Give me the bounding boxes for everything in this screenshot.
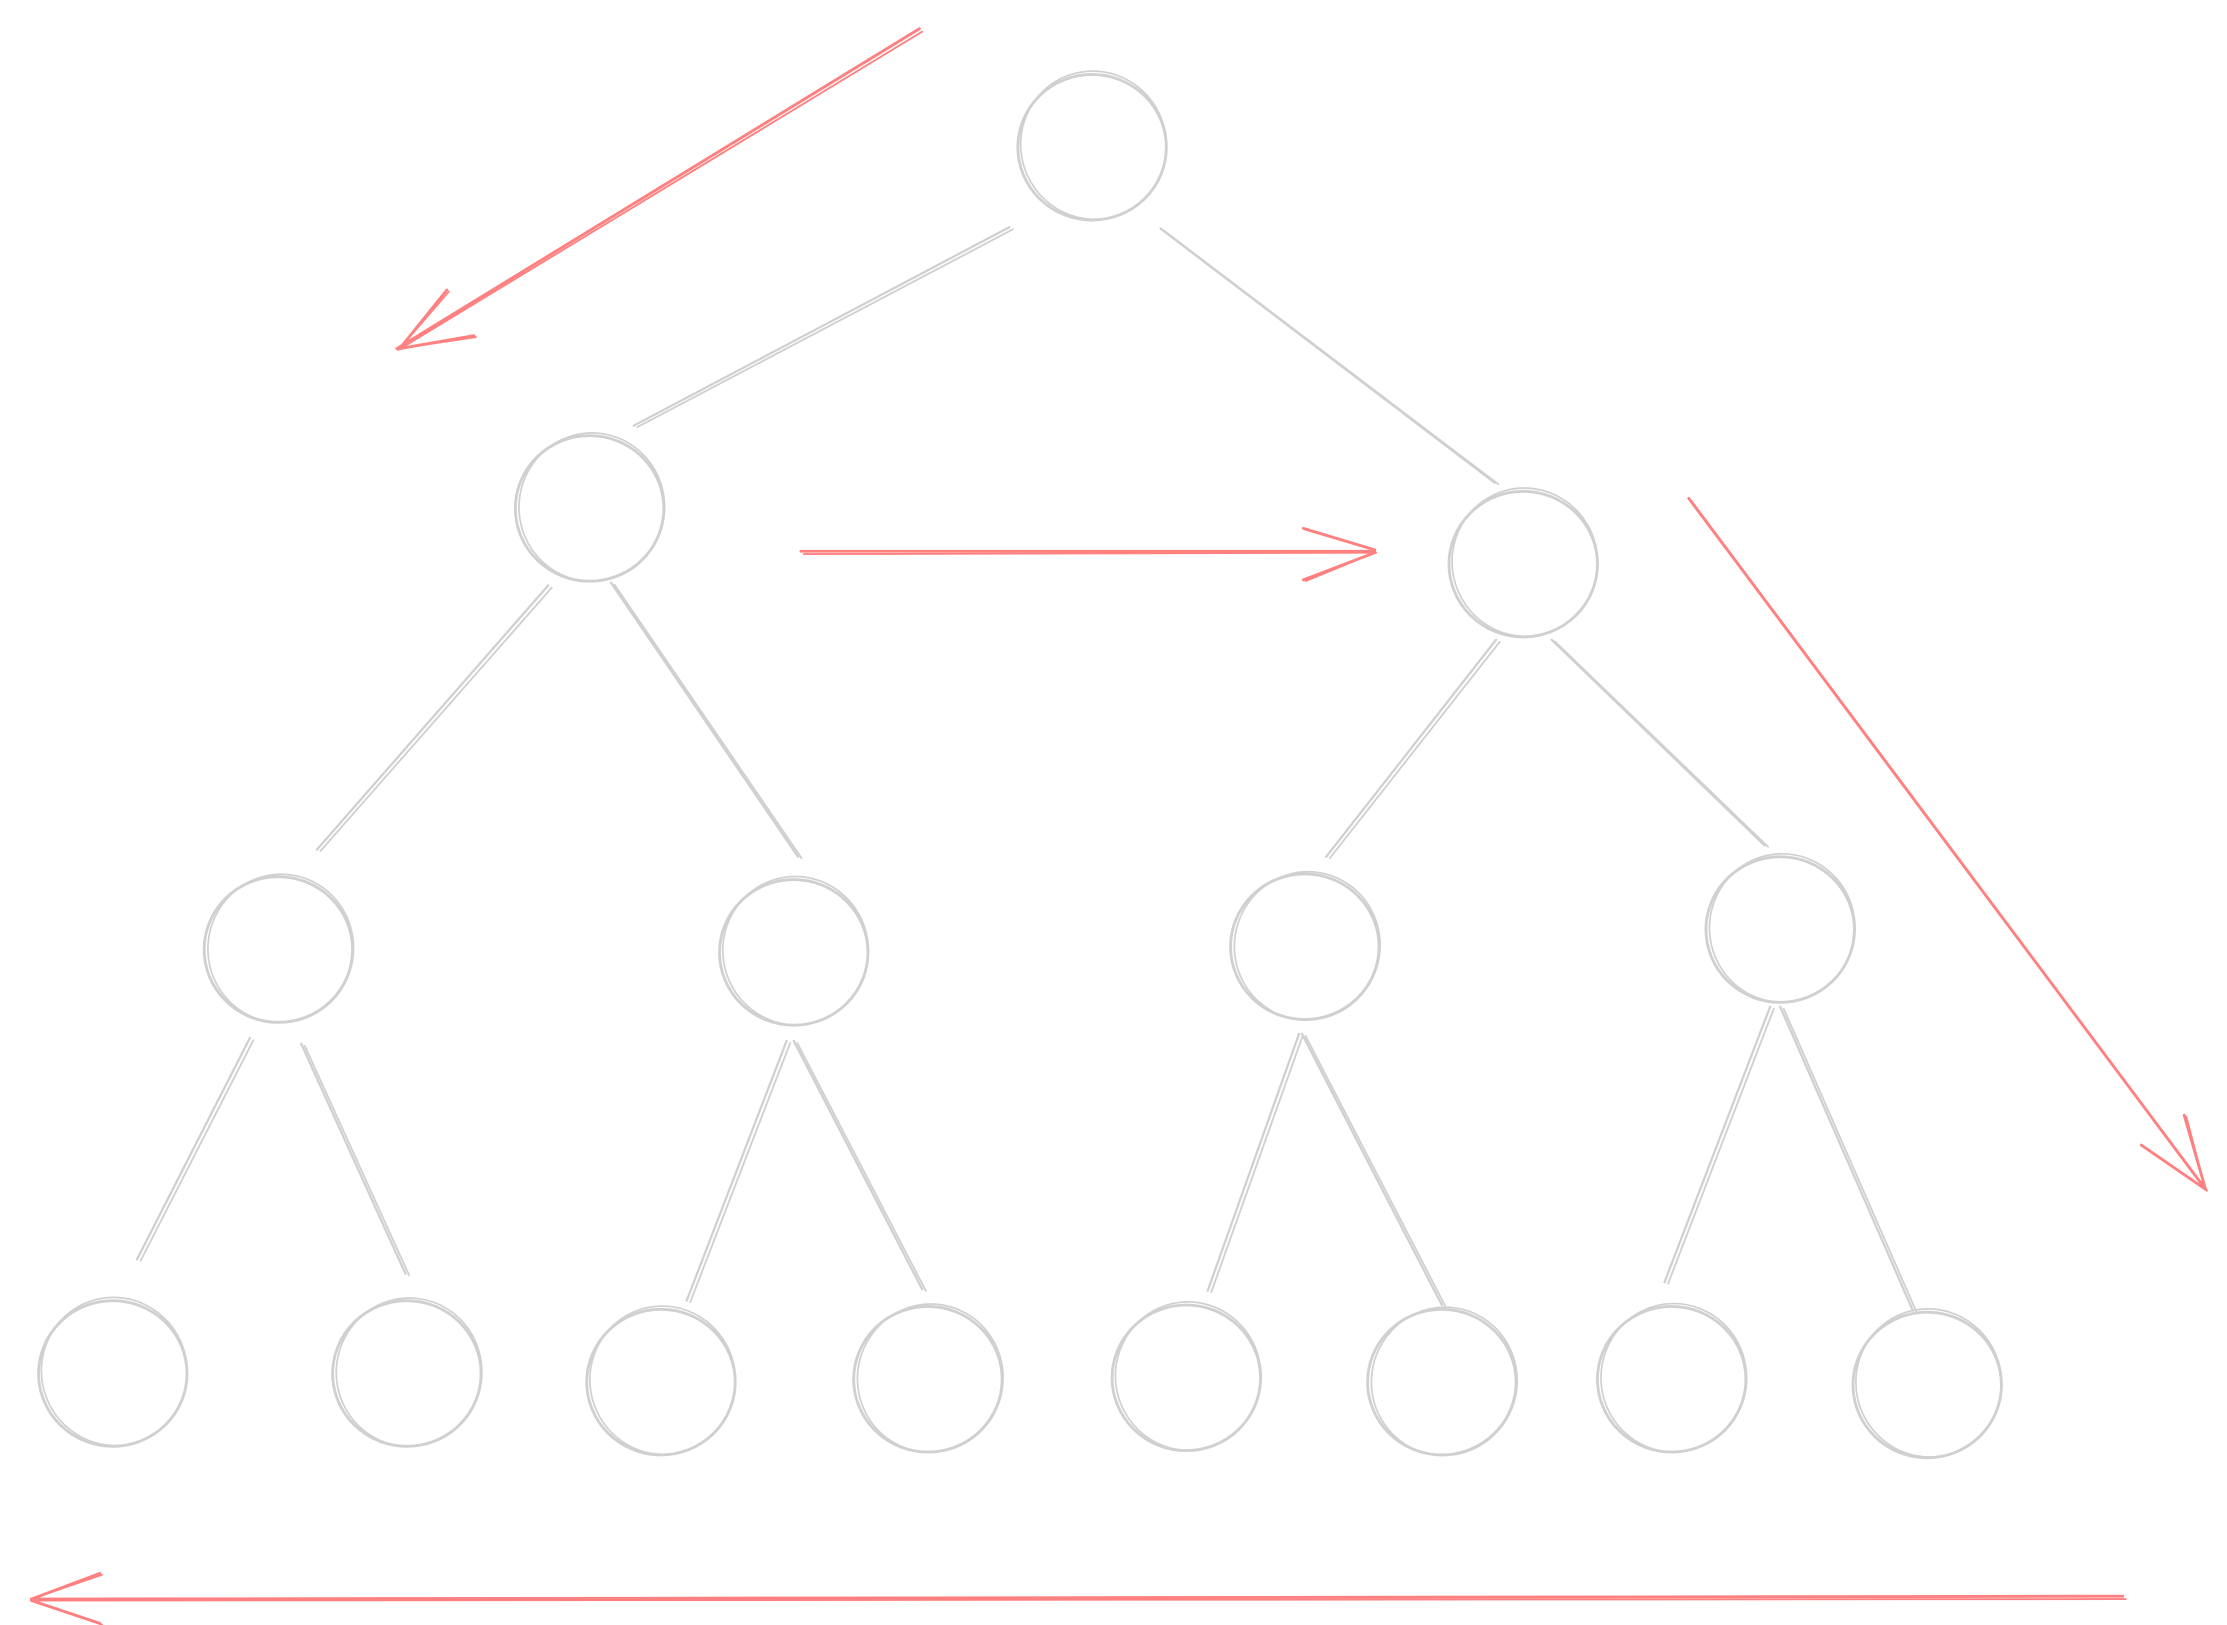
tree-node	[1851, 1307, 2003, 1460]
tree-node	[1110, 1301, 1262, 1453]
tree-node	[718, 875, 870, 1027]
tree-node	[1447, 487, 1599, 639]
edge-stroke	[319, 586, 553, 852]
node-circle	[1447, 489, 1599, 639]
tree-edge	[632, 226, 1014, 428]
arrow-shaft	[1690, 500, 2208, 1192]
edge-stroke	[1667, 1007, 1775, 1285]
node-circle	[588, 1305, 737, 1456]
tree-node	[331, 1297, 483, 1448]
arrow-down-right	[1687, 497, 2208, 1192]
arrow-shaft	[802, 551, 1378, 556]
arrow-shaft	[29, 1594, 2125, 1601]
traversal-arrows	[29, 27, 2208, 1625]
tree-edge	[135, 1036, 255, 1262]
edge-stroke	[689, 1042, 792, 1304]
edge-stroke	[1554, 640, 1769, 848]
tree-edge	[1300, 1032, 1447, 1308]
tree-node	[852, 1303, 1004, 1454]
tree-nodes	[37, 70, 2003, 1460]
tree-edge	[1159, 227, 1500, 486]
arrow-head	[2142, 1145, 2207, 1191]
edge-stroke	[1663, 1005, 1772, 1284]
arrow-head	[1304, 528, 1376, 551]
tree-node	[1596, 1302, 1748, 1454]
arrow-head	[398, 336, 477, 350]
edge-stroke	[1782, 1007, 1918, 1314]
tree-node	[202, 873, 355, 1024]
node-circle	[40, 1296, 189, 1447]
node-circle	[1851, 1310, 2003, 1460]
node-circle	[585, 1307, 737, 1457]
arrow-head	[398, 290, 450, 350]
edge-stroke	[792, 1039, 924, 1291]
edge-stroke	[1210, 1034, 1304, 1294]
node-circle	[1114, 1301, 1262, 1452]
tree-edge	[1779, 1005, 1918, 1314]
node-circle	[1370, 1306, 1519, 1457]
tree-edge	[609, 581, 803, 860]
tree-edge	[315, 584, 553, 852]
tree-edges	[135, 226, 1918, 1314]
tree-node	[585, 1305, 737, 1457]
node-circle	[518, 432, 666, 583]
edge-stroke	[796, 1042, 927, 1292]
edge-stroke	[1325, 638, 1498, 858]
edge-stroke	[139, 1039, 255, 1262]
node-circle	[1600, 1302, 1748, 1453]
tree-edge	[1325, 638, 1501, 860]
edge-stroke	[300, 1042, 407, 1275]
arrow-head	[1304, 551, 1376, 583]
edge-stroke	[1328, 640, 1501, 860]
edge-stroke	[303, 1044, 410, 1276]
edge-stroke	[1550, 638, 1766, 847]
arrow-left	[29, 1571, 2127, 1625]
arrow-head	[30, 1599, 103, 1625]
arrow-head	[2185, 1115, 2207, 1191]
edge-stroke	[609, 581, 800, 858]
arrow-shaft	[31, 1598, 2127, 1602]
tree-edge	[792, 1039, 927, 1292]
node-circle	[1855, 1307, 2003, 1458]
node-circle	[1451, 487, 1599, 638]
edge-stroke	[1300, 1032, 1443, 1307]
node-circle	[1708, 852, 1856, 1004]
arrow-right	[799, 526, 1378, 583]
node-circle	[856, 1303, 1004, 1454]
node-circle	[335, 1297, 483, 1448]
arrow-down-left	[395, 27, 924, 351]
edge-stroke	[613, 583, 803, 860]
arrow-head	[30, 1573, 103, 1600]
tree-node	[1229, 870, 1381, 1021]
node-circle	[1016, 73, 1168, 222]
edge-stroke	[1163, 229, 1500, 486]
tree-edge	[300, 1042, 410, 1276]
edge-stroke	[1779, 1005, 1915, 1312]
tree-edge	[1206, 1032, 1304, 1294]
node-circle	[37, 1299, 189, 1448]
tree-node	[1016, 70, 1168, 222]
tree-edge	[1550, 638, 1769, 848]
node-circle	[1019, 70, 1168, 221]
tree-node	[1704, 852, 1856, 1004]
node-circle	[721, 875, 870, 1026]
edge-stroke	[685, 1039, 788, 1302]
edge-stroke	[135, 1036, 251, 1261]
edge-stroke	[632, 226, 1011, 427]
edge-stroke	[636, 228, 1014, 428]
tree-edge	[1663, 1005, 1775, 1285]
tree-node	[1366, 1306, 1519, 1457]
arrow-shaft	[395, 27, 921, 350]
tree-node	[37, 1296, 189, 1448]
tree-node	[513, 432, 666, 583]
edge-stroke	[315, 584, 550, 851]
node-circle	[207, 873, 355, 1024]
edge-stroke	[1304, 1034, 1447, 1308]
node-circle	[1233, 870, 1381, 1021]
arrow-shaft	[397, 30, 924, 351]
edge-stroke	[1206, 1032, 1301, 1292]
tree-edge	[685, 1039, 792, 1304]
